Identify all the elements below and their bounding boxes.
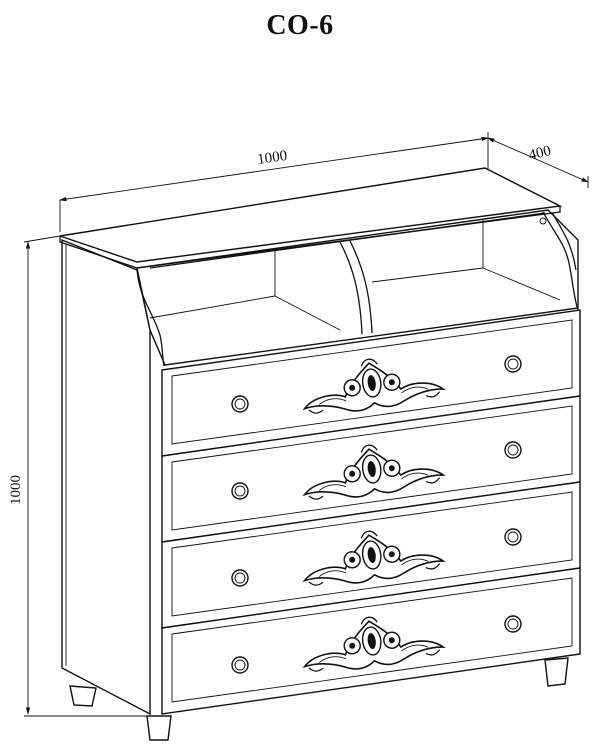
diagram-title: СО-6 <box>266 10 334 41</box>
feet <box>69 657 569 741</box>
height-dimension: 1000 <box>8 235 150 717</box>
depth-dimension: 400 <box>487 137 589 188</box>
depth-label: 400 <box>527 143 553 164</box>
width-label: 1000 <box>256 148 288 168</box>
side-panel <box>61 238 151 716</box>
height-label: 1000 <box>8 475 24 505</box>
open-shelf <box>136 209 579 367</box>
ornament-icon <box>302 358 446 414</box>
top-panel <box>59 167 563 269</box>
